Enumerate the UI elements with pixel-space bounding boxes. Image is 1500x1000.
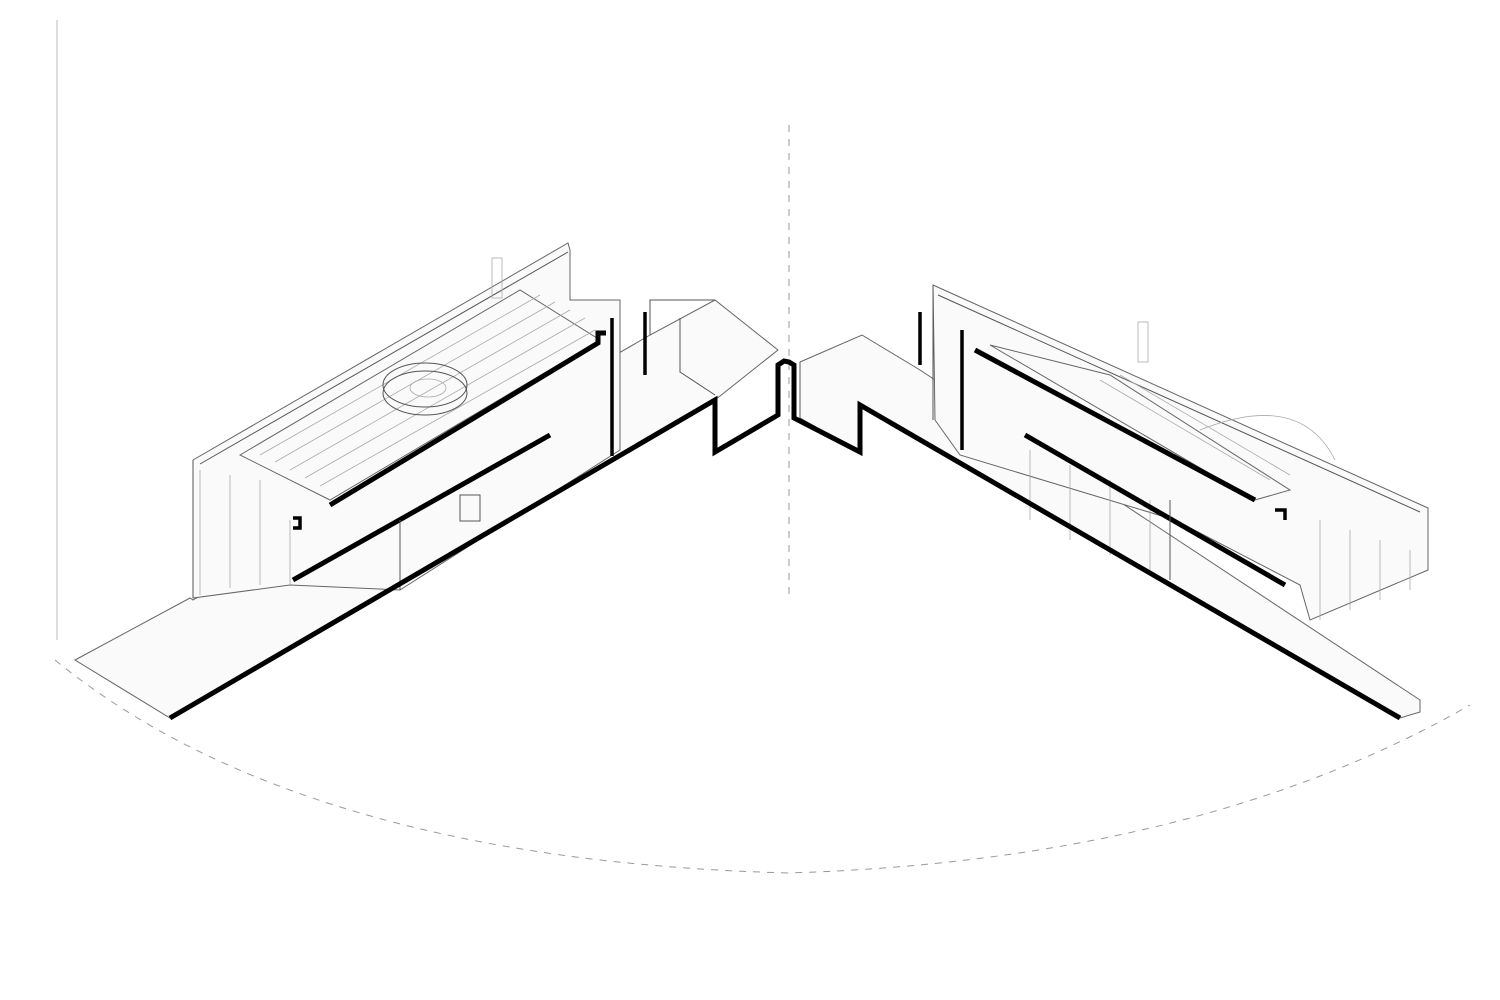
circular-stair [1199,415,1336,461]
left-wing-building [192,242,647,599]
section-cut-line [168,358,1402,721]
right-wing-building [918,284,1429,621]
circular-stair [382,362,468,408]
chimney [1137,321,1149,363]
arc-guide [54,659,1471,874]
chimney [491,257,503,299]
